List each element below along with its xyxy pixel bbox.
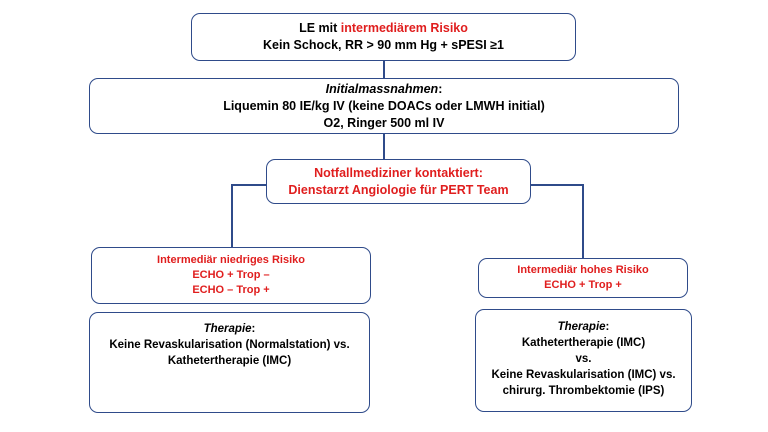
contact-emergency-physician: Notfallmediziner kontaktiert: bbox=[314, 165, 483, 180]
connector-contact-to-low-risk bbox=[231, 184, 266, 247]
low-risk-criterion-2: ECHO – Trop + bbox=[192, 284, 270, 296]
risk-level-title: LE mit intermediärem Risiko bbox=[299, 20, 468, 37]
initial-measures-box: Initialmassnahmen: Liquemin 80 IE/kg IV … bbox=[89, 78, 679, 134]
initial-measures-heading-colon: : bbox=[438, 81, 443, 96]
risk-criteria: Kein Schock, RR > 90 mm Hg + sPESI ≥1 bbox=[263, 38, 504, 52]
therapy-low-heading: Therapie bbox=[203, 323, 252, 335]
initial-measures-oxygen-fluids: O2, Ringer 500 ml IV bbox=[323, 115, 445, 130]
contact-box: Notfallmediziner kontaktiert: Dienstarzt… bbox=[266, 159, 531, 204]
low-risk-box: Intermediär niedriges Risiko ECHO + Trop… bbox=[91, 247, 371, 304]
therapy-high-heading-colon: : bbox=[605, 321, 610, 333]
therapy-high-option-3: chirurg. Thrombektomie (IPS) bbox=[502, 385, 665, 397]
low-risk-title: Intermediär niedriges Risiko bbox=[157, 254, 305, 266]
therapy-low-heading-line: Therapie: bbox=[204, 321, 256, 337]
initial-measures-heading-line: Initialmassnahmen: bbox=[326, 81, 443, 98]
therapy-low-option-1: Keine Revaskularisation (Normalstation) … bbox=[109, 339, 350, 351]
therapy-high-box: Therapie: Kathetertherapie (IMC) vs. Kei… bbox=[475, 309, 692, 412]
initial-measures-anticoagulation: Liquemin 80 IE/kg IV (keine DOACs oder L… bbox=[223, 98, 545, 113]
risk-level-highlight: intermediärem Risiko bbox=[340, 21, 468, 35]
contact-angiology-pert: Dienstarzt Angiologie für PERT Team bbox=[288, 182, 509, 197]
initial-measures-heading: Initialmassnahmen bbox=[325, 81, 439, 96]
therapy-high-heading: Therapie bbox=[557, 321, 606, 333]
therapy-high-option-2: Keine Revaskularisation (IMC) vs. bbox=[491, 369, 676, 381]
high-risk-title: Intermediär hohes Risiko bbox=[517, 264, 649, 276]
therapy-high-vs-1: vs. bbox=[575, 353, 592, 365]
risk-level-prefix: LE mit bbox=[299, 21, 341, 35]
therapy-low-box: Therapie: Keine Revaskularisation (Norma… bbox=[89, 312, 370, 413]
low-risk-criterion-1: ECHO + Trop – bbox=[192, 269, 270, 281]
therapy-high-heading-line: Therapie: bbox=[558, 319, 610, 335]
therapy-low-heading-colon: : bbox=[251, 323, 256, 335]
high-risk-criterion: ECHO + Trop + bbox=[544, 279, 622, 291]
therapy-high-option-1: Kathetertherapie (IMC) bbox=[521, 337, 646, 349]
therapy-low-option-2: Kathetertherapie (IMC) bbox=[167, 355, 292, 367]
high-risk-box: Intermediär hohes Risiko ECHO + Trop + bbox=[478, 258, 688, 298]
risk-level-box: LE mit intermediärem Risiko Kein Schock,… bbox=[191, 13, 576, 61]
connector-contact-to-high-risk bbox=[531, 184, 584, 258]
